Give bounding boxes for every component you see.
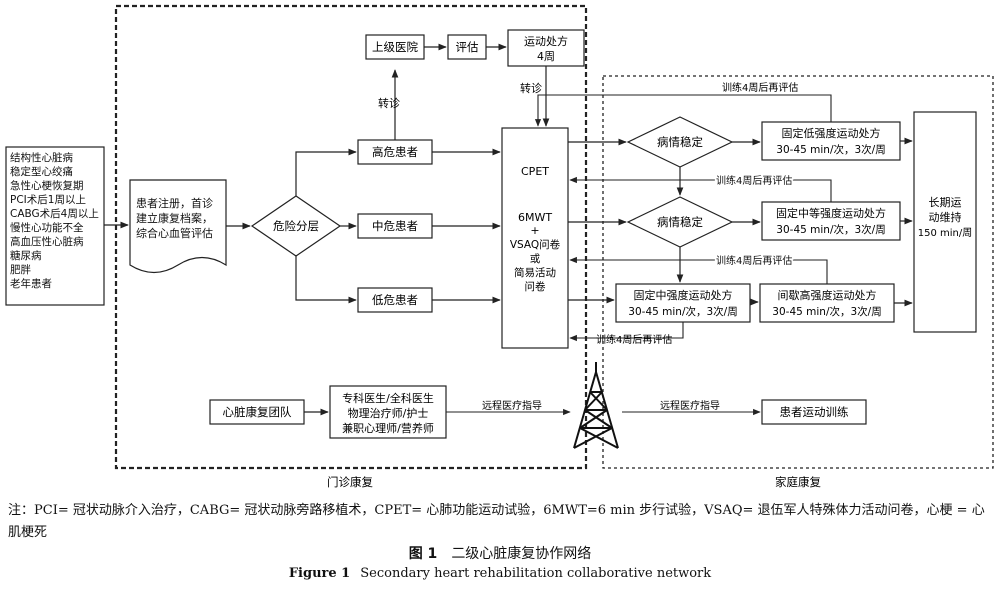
condition-item: 急性心梗恢复期: [10, 179, 84, 192]
long-term-line: 150 min/周: [918, 227, 973, 239]
condition-item: 结构性心脏病: [10, 151, 73, 164]
cpet-label: CPET: [521, 165, 549, 178]
vsaq-line: 问卷: [525, 280, 546, 293]
assessment-label: 评估: [456, 40, 479, 54]
condition-item: PCI术后1周以上: [10, 194, 86, 206]
low-risk-label: 低危患者: [372, 293, 418, 307]
home-region: [602, 75, 994, 469]
signal-tower-icon: [573, 362, 619, 449]
condition-item: 稳定型心绞痛: [10, 165, 73, 178]
medium-risk-label: 中危患者: [372, 219, 418, 233]
figure-caption-cn: 图 1 二级心脏康复协作网络: [0, 543, 1000, 563]
mid-fixed-lower-detail: 30-45 min/次，3次/周: [628, 305, 737, 318]
rehab-team-box: [209, 399, 305, 425]
home-training-label: 患者运动训练: [780, 405, 849, 419]
home-training-box: [761, 399, 867, 425]
vsaq-line: 或: [530, 253, 541, 265]
referral-prescription-line: 4周: [537, 50, 555, 63]
abbreviation-note: 注：PCI= 冠状动脉介入治疗，CABG= 冠状动脉旁路移植术，CPET= 心肺…: [8, 503, 985, 540]
figure-title-cn: 二级心脏康复协作网络: [451, 546, 592, 562]
figure-caption-en: Figure 1 Secondary heart rehabilitation c…: [0, 566, 1000, 581]
home-region-label: 家庭康复: [775, 475, 821, 489]
assessment-tests-box: [501, 127, 569, 349]
condition-item: 高血压性心脏病: [10, 235, 84, 248]
higher-hospital-box: [365, 34, 425, 60]
figure-number-cn: 图 1: [408, 546, 438, 562]
risk-stratification-label: 危险分层: [273, 219, 319, 233]
long-term-maintenance-box: [913, 111, 977, 333]
assessment-box: [447, 34, 487, 60]
condition-item: 老年患者: [10, 277, 52, 290]
interval-high-title: 间歇高强度运动处方: [778, 288, 877, 302]
reassess-label-1: 训练4周后再评估: [722, 81, 798, 94]
reassess-label-2: 训练4周后再评估: [716, 174, 792, 187]
flowchart: 结构性心脏病 稳定型心绞痛 急性心梗恢复期 PCI术后1周以上 CABG术后4周…: [5, 4, 994, 489]
condition-item: CABG术后4周以上: [10, 208, 99, 220]
higher-hospital-label: 上级医院: [372, 40, 418, 54]
patient-conditions-box: [5, 146, 105, 306]
low-fixed-title: 固定低强度运动处方: [782, 126, 881, 140]
plus-label: +: [530, 224, 539, 237]
team-role-line: 兼职心理师/营养师: [342, 421, 434, 435]
transfer-label-return: 转诊: [520, 81, 542, 95]
registration-line: 患者注册，首诊: [136, 196, 213, 210]
reassess-label-3: 训练4周后再评估: [716, 254, 792, 267]
low-risk-box: [357, 287, 433, 313]
vsaq-line: VSAQ问卷: [510, 238, 561, 251]
low-fixed-prescription-box: [761, 121, 901, 161]
condition-item: 慢性心功能不全: [10, 221, 84, 234]
remote-label-left: 远程医疗指导: [482, 399, 542, 412]
registration-line: 综合心血管评估: [136, 226, 213, 240]
remote-label-right: 远程医疗指导: [660, 399, 720, 412]
sixmwt-label: 6MWT: [518, 211, 552, 224]
low-fixed-detail: 30-45 min/次，3次/周: [776, 143, 885, 156]
referral-prescription-line: 运动处方: [524, 34, 568, 48]
figure-title-en: Secondary heart rehabilitation collabora…: [360, 566, 712, 581]
vsaq-line: 简易活动: [514, 266, 556, 279]
condition-item: 肥胖: [10, 264, 31, 276]
stable-label-lower: 病情稳定: [657, 215, 703, 229]
registration-line: 建立康复档案，: [136, 211, 213, 225]
rehab-team-label: 心脏康复团队: [223, 405, 292, 419]
clinic-region-label: 门诊康复: [327, 475, 373, 489]
reassess-label-4: 训练4周后再评估: [596, 333, 672, 346]
registration-document: [129, 179, 227, 274]
team-role-line: 物理治疗师/护士: [348, 406, 429, 420]
condition-item: 糖尿病: [10, 249, 42, 262]
mid-fixed-lower-prescription-box: [615, 283, 751, 323]
stable-label-upper: 病情稳定: [657, 135, 703, 149]
referral-prescription-box: [507, 29, 585, 67]
mid-fixed-lower-title: 固定中强度运动处方: [634, 288, 733, 302]
team-role-line: 专科医生/全科医生: [342, 391, 434, 405]
long-term-line: 动维持: [929, 210, 962, 224]
mid-fixed-upper-title: 固定中等强度运动处方: [776, 206, 886, 220]
interval-high-prescription-box: [759, 283, 895, 323]
mid-fixed-upper-detail: 30-45 min/次，3次/周: [776, 223, 885, 236]
figure-number-en: Figure 1: [288, 566, 351, 581]
long-term-line: 长期运: [929, 196, 962, 209]
patient-conditions-list: 结构性心脏病 稳定型心绞痛 急性心梗恢复期 PCI术后1周以上 CABG术后4周…: [10, 151, 99, 290]
transfer-label: 转诊: [378, 96, 400, 110]
high-risk-label: 高危患者: [372, 145, 418, 159]
clinic-region: [114, 4, 588, 470]
interval-high-detail: 30-45 min/次，3次/周: [772, 305, 881, 318]
